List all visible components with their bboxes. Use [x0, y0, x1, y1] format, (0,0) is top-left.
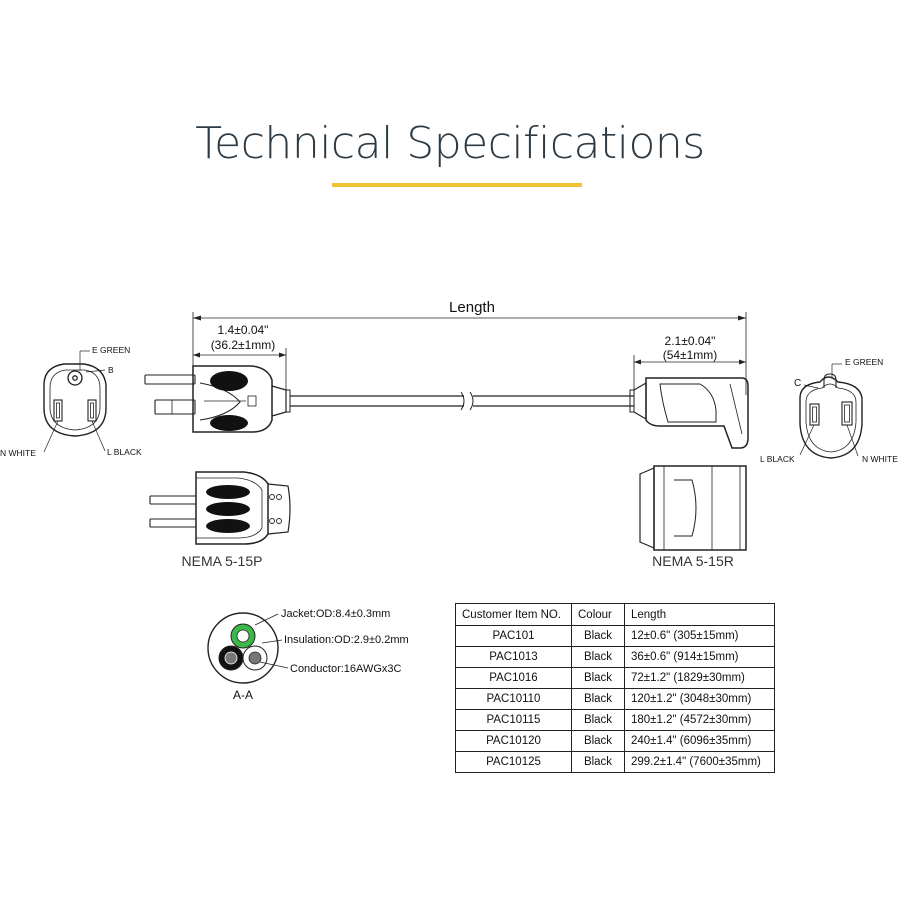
item-length-table: Customer Item NO. Colour Length PAC101 B… [455, 603, 775, 773]
receptacle-line-label: L BLACK [760, 454, 795, 464]
receptacle-ground-label: E GREEN [845, 357, 883, 367]
column-header: Length [624, 603, 775, 626]
item-number-cell: PAC10125 [455, 751, 572, 773]
length-cell: 36±0.6" (914±15mm) [624, 646, 775, 668]
table-row: PAC10120 Black 240±1.4" (6096±35mm) [455, 730, 775, 752]
plug-neutral-label: N WHITE [0, 448, 36, 458]
title-underline [332, 183, 582, 187]
colour-cell: Black [571, 667, 625, 689]
item-number-cell: PAC1016 [455, 667, 572, 689]
plug-marker-label: B [108, 365, 114, 375]
plug-side-view [144, 365, 634, 433]
item-number-cell: PAC1013 [455, 646, 572, 668]
plug-top-view [149, 471, 291, 545]
table-row: PAC10115 Black 180±1.2" (4572±30mm) [455, 709, 775, 731]
receptacle-side-view [629, 377, 749, 449]
plug-caption: NEMA 5-15P [182, 553, 263, 569]
length-cell: 12±0.6" (305±15mm) [624, 625, 775, 647]
jacket-label: Jacket:OD:8.4±0.3mm [281, 608, 390, 620]
insulation-label: Insulation:OD:2.9±0.2mm [284, 634, 409, 646]
receptacle-marker-label: C [794, 378, 801, 389]
table-row: PAC10110 Black 120±1.2" (3048±30mm) [455, 688, 775, 710]
dimension-lines [192, 312, 747, 395]
receptacle-neutral-label: N WHITE [862, 454, 898, 464]
receptacle-top-view [639, 465, 747, 551]
item-number-cell: PAC101 [455, 625, 572, 647]
receptacle-dim-inches: 2.1±0.04" [665, 334, 716, 348]
length-cell: 120±1.2" (3048±30mm) [624, 688, 775, 710]
colour-cell: Black [571, 625, 625, 647]
table-header-row: Customer Item NO. Colour Length [455, 603, 775, 626]
colour-cell: Black [571, 646, 625, 668]
receptacle-caption: NEMA 5-15R [652, 553, 734, 569]
plug-face-view [43, 350, 107, 453]
item-number-cell: PAC10115 [455, 709, 572, 731]
page-title: Technical Specifications [195, 118, 705, 169]
table-row: PAC1016 Black 72±1.2" (1829±30mm) [455, 667, 775, 689]
plug-ground-label: E GREEN [92, 345, 130, 355]
table-row: PAC101 Black 12±0.6" (305±15mm) [455, 625, 775, 647]
colour-cell: Black [571, 709, 625, 731]
colour-cell: Black [571, 730, 625, 752]
item-number-cell: PAC10110 [455, 688, 572, 710]
length-cell: 299.2±1.4" (7600±35mm) [624, 751, 775, 773]
conductor-label: Conductor:16AWGx3C [290, 663, 402, 675]
colour-cell: Black [571, 688, 625, 710]
plug-dim-mm: (36.2±1mm) [211, 338, 276, 352]
length-cell: 72±1.2" (1829±30mm) [624, 667, 775, 689]
section-label: A-A [233, 688, 253, 702]
plug-dim-inches: 1.4±0.04" [218, 323, 269, 337]
cable-cross-section [207, 612, 289, 684]
receptacle-face-view [799, 363, 863, 459]
length-label: Length [449, 299, 495, 316]
item-number-cell: PAC10120 [455, 730, 572, 752]
table-row: PAC1013 Black 36±0.6" (914±15mm) [455, 646, 775, 668]
length-cell: 240±1.4" (6096±35mm) [624, 730, 775, 752]
table-row: PAC10125 Black 299.2±1.4" (7600±35mm) [455, 751, 775, 773]
column-header: Customer Item NO. [455, 603, 572, 626]
column-header: Colour [571, 603, 625, 626]
plug-line-label: L BLACK [107, 447, 142, 457]
colour-cell: Black [571, 751, 625, 773]
receptacle-dim-mm: (54±1mm) [663, 348, 718, 362]
length-cell: 180±1.2" (4572±30mm) [624, 709, 775, 731]
